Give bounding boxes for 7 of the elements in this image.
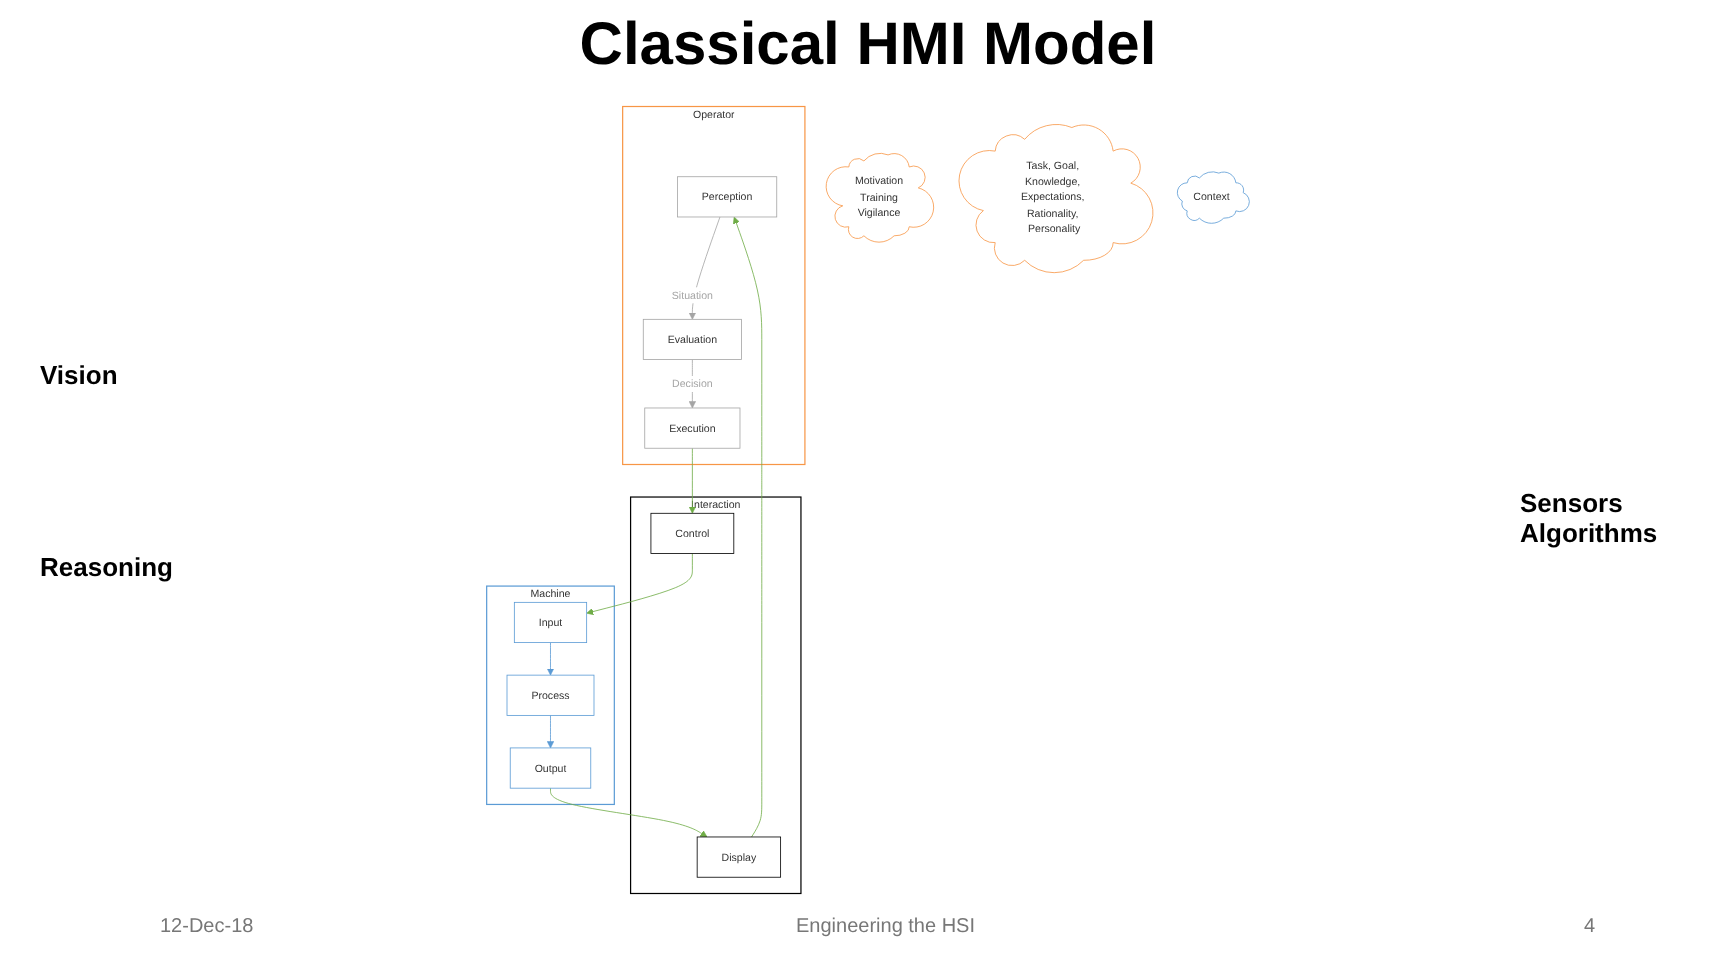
side-note: Reasoning — [40, 552, 173, 582]
page-number: 4 — [1584, 916, 1596, 938]
footer-text: Engineering the HSI — [796, 916, 976, 938]
slide-title: Classical HMI Model — [577, 12, 1159, 80]
side-note: Vision — [40, 360, 118, 390]
side-note: Sensors Algorithms — [1520, 488, 1660, 548]
footer-date: 12-Dec-18 — [160, 916, 254, 938]
